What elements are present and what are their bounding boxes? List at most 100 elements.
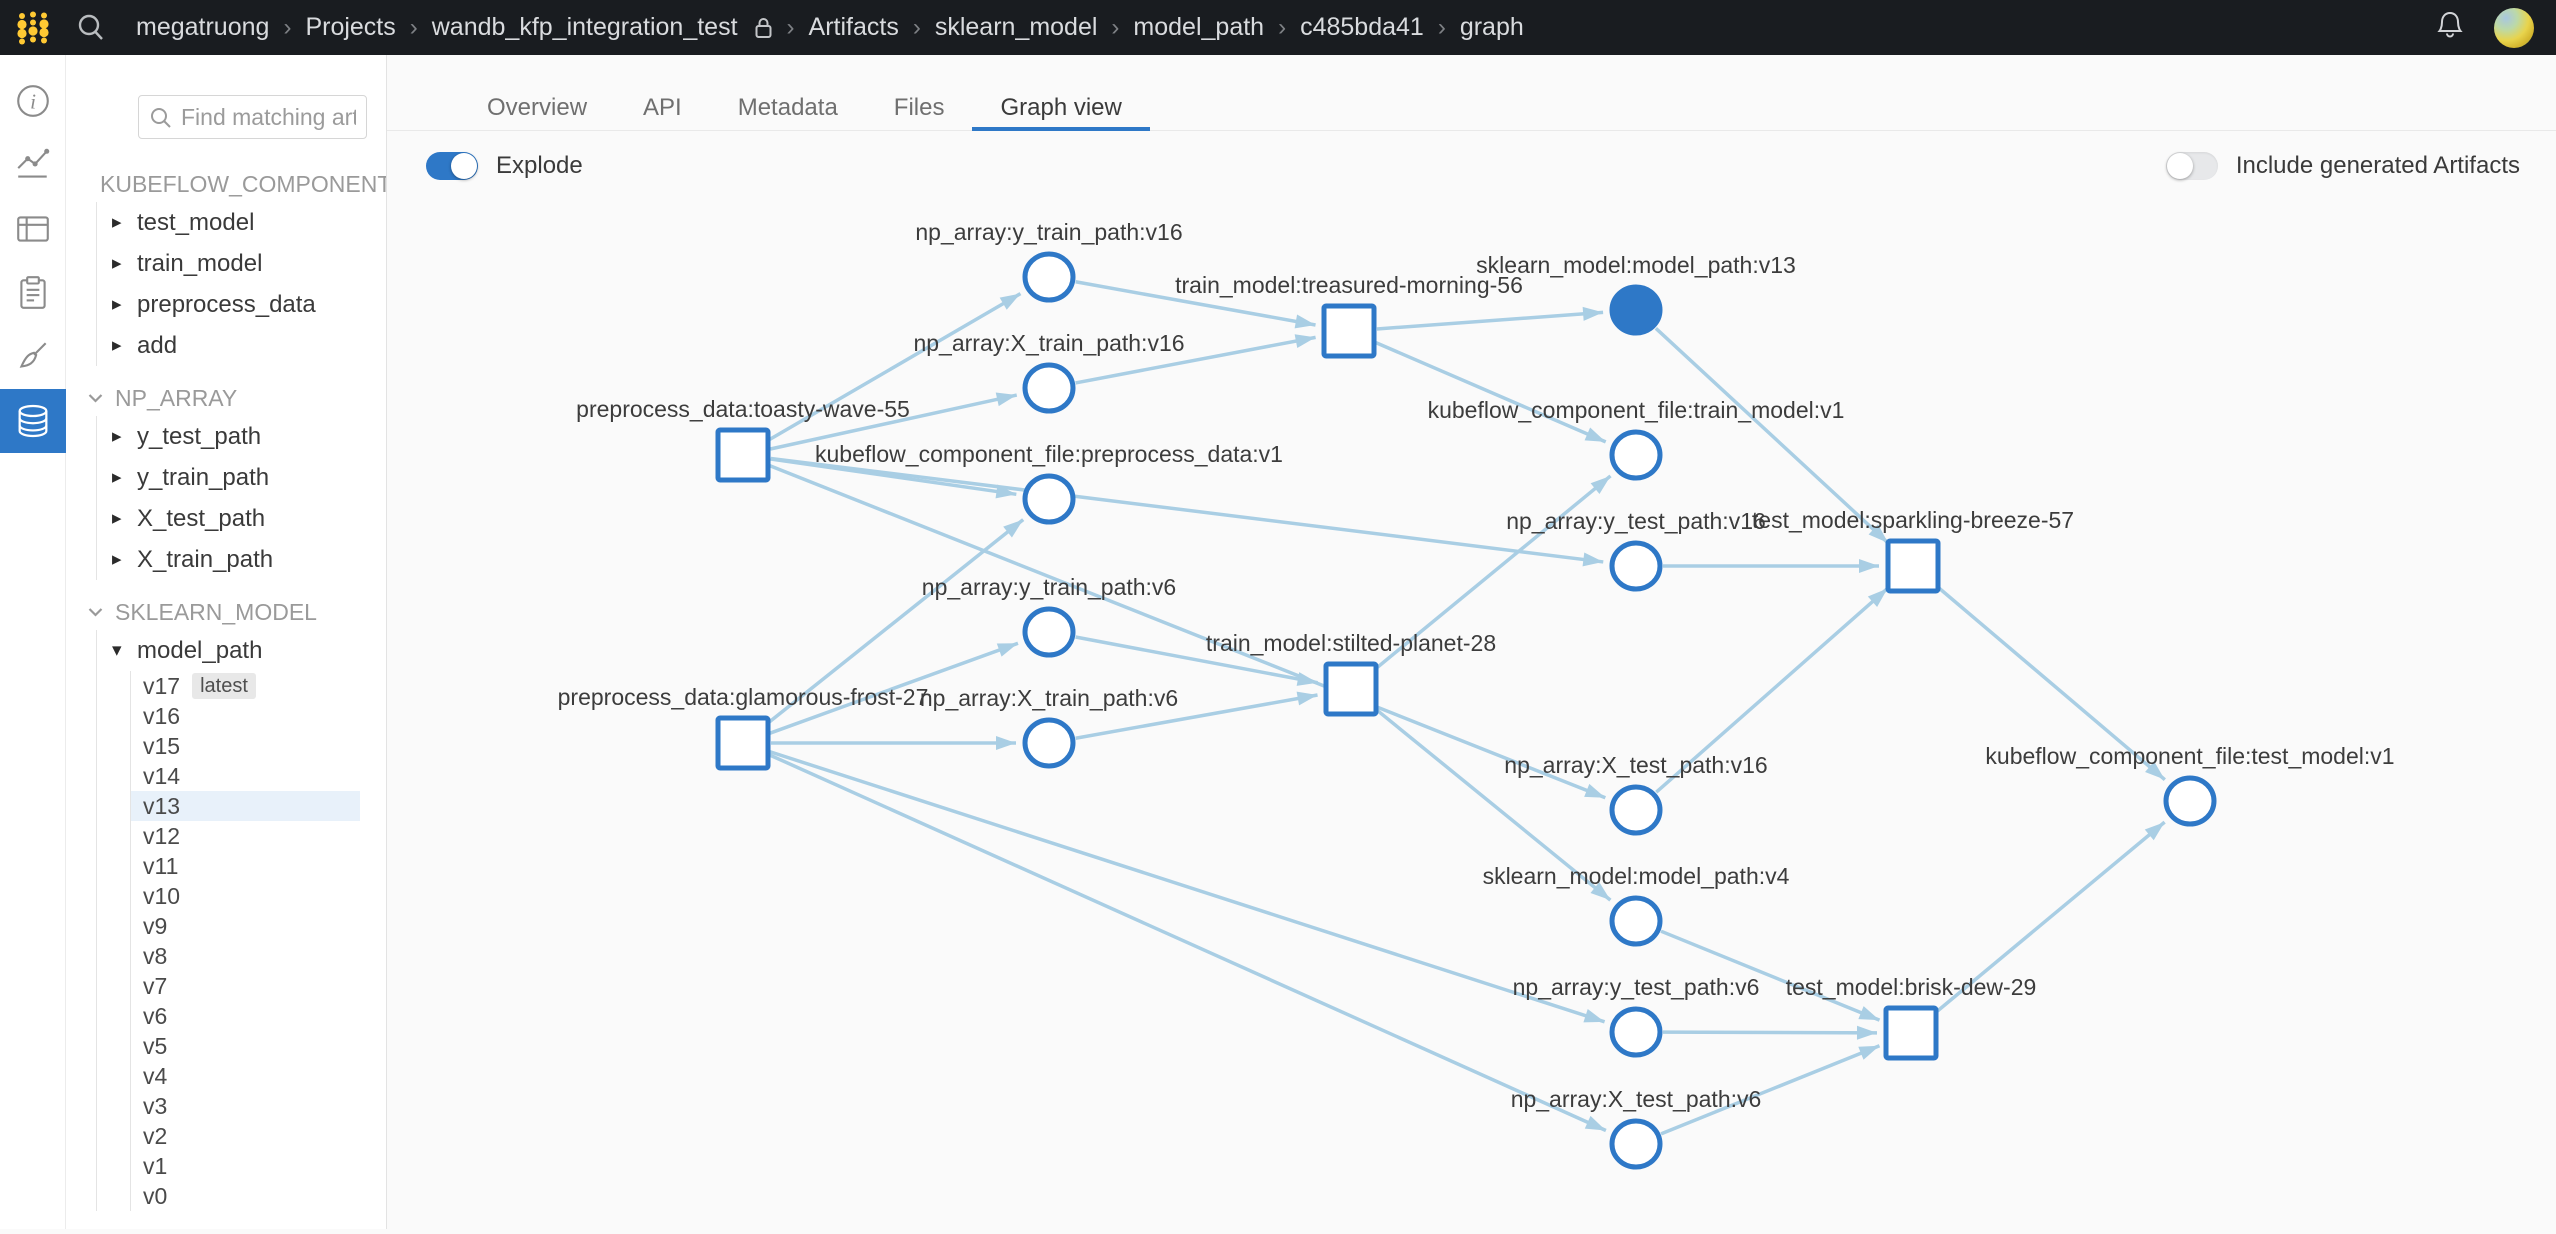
user-avatar[interactable] xyxy=(2494,8,2534,48)
version-item-v6[interactable]: v6 xyxy=(131,1001,360,1031)
version-label: v6 xyxy=(143,1001,167,1031)
include-generated-artifacts-toggle[interactable] xyxy=(2166,152,2218,180)
search-icon[interactable] xyxy=(74,11,108,45)
graph-node-label: kubeflow_component_file:train_model:v1 xyxy=(1428,397,1845,423)
version-label: v8 xyxy=(143,941,167,971)
rail-item-charts[interactable] xyxy=(0,133,66,197)
triangle-collapsed-icon: ▸ xyxy=(112,293,127,316)
tree-item-train_model[interactable]: ▸train_model xyxy=(112,243,386,284)
graph-node-label: np_array:X_train_path:v6 xyxy=(920,685,1178,711)
version-item-v8[interactable]: v8 xyxy=(131,941,360,971)
breadcrumb-item[interactable]: c485bda41 xyxy=(1300,13,1424,42)
search-icon xyxy=(149,106,173,130)
rail-item-tables[interactable] xyxy=(0,197,66,261)
tree-item-y_train_path[interactable]: ▸y_train_path xyxy=(112,457,386,498)
section-header[interactable]: SKLEARN_MODEL xyxy=(66,594,386,630)
tree-item-y_test_path[interactable]: ▸y_test_path xyxy=(112,416,386,457)
triangle-expanded-icon: ▾ xyxy=(112,639,127,662)
explode-toggle[interactable] xyxy=(426,152,478,180)
breadcrumb-item[interactable]: megatruong xyxy=(136,13,269,42)
version-label: v0 xyxy=(143,1181,167,1211)
graph-node-np_y_train_v16[interactable] xyxy=(1025,254,1073,300)
tree-item-X_test_path[interactable]: ▸X_test_path xyxy=(112,498,386,539)
breadcrumb: megatruong›Projects›wandb_kfp_integratio… xyxy=(136,13,1524,42)
version-item-v13[interactable]: v13 xyxy=(131,791,360,821)
breadcrumb-item[interactable]: wandb_kfp_integration_test xyxy=(432,13,738,42)
section-header[interactable]: NP_ARRAY xyxy=(66,380,386,416)
version-item-v1[interactable]: v1 xyxy=(131,1151,360,1181)
tab-graph-view[interactable]: Graph view xyxy=(972,85,1149,130)
version-label: v13 xyxy=(143,791,180,821)
section-header[interactable]: KUBEFLOW_COMPONENT... xyxy=(66,166,386,202)
tree-item-add[interactable]: ▸add xyxy=(112,325,386,366)
graph-node-np_X_test_v16[interactable] xyxy=(1612,787,1660,833)
graph-node-train_stilted[interactable] xyxy=(1326,664,1376,714)
version-item-v9[interactable]: v9 xyxy=(131,911,360,941)
breadcrumb-separator: › xyxy=(787,14,795,42)
tree-item-label: add xyxy=(137,332,177,360)
triangle-collapsed-icon: ▸ xyxy=(112,548,127,571)
artifact-sidebar: KUBEFLOW_COMPONENT...▸test_model▸train_m… xyxy=(66,55,387,1229)
version-item-v15[interactable]: v15 xyxy=(131,731,360,761)
tab-overview[interactable]: Overview xyxy=(459,85,615,130)
graph-node-kcf_pre[interactable] xyxy=(1025,476,1073,522)
version-item-v12[interactable]: v12 xyxy=(131,821,360,851)
tab-files[interactable]: Files xyxy=(866,85,973,130)
graph-node-sklearn_v13[interactable] xyxy=(1612,287,1660,333)
graph-node-np_y_test_v6[interactable] xyxy=(1612,1009,1660,1055)
graph-node-label: kubeflow_component_file:test_model:v1 xyxy=(1985,743,2394,769)
version-item-v4[interactable]: v4 xyxy=(131,1061,360,1091)
rail-item-artifacts[interactable] xyxy=(0,389,66,453)
version-item-v2[interactable]: v2 xyxy=(131,1121,360,1151)
version-item-v14[interactable]: v14 xyxy=(131,761,360,791)
graph-node-label: sklearn_model:model_path:v4 xyxy=(1483,863,1790,889)
tab-api[interactable]: API xyxy=(615,85,710,130)
breadcrumb-item[interactable]: graph xyxy=(1460,13,1524,42)
graph-node-label: np_array:y_test_path:v16 xyxy=(1506,508,1766,534)
rail-item-reports[interactable] xyxy=(0,261,66,325)
graph-node-np_X_test_v6[interactable] xyxy=(1612,1121,1660,1167)
tab-metadata[interactable]: Metadata xyxy=(710,85,866,130)
wandb-logo-icon[interactable] xyxy=(0,5,66,51)
tree-item-preprocess_data[interactable]: ▸preprocess_data xyxy=(112,284,386,325)
version-item-v7[interactable]: v7 xyxy=(131,971,360,1001)
breadcrumb-item[interactable]: Projects xyxy=(305,13,395,42)
graph-node-test_sparkling[interactable] xyxy=(1888,541,1938,591)
breadcrumb-item[interactable]: sklearn_model xyxy=(935,13,1098,42)
graph-node-sklearn_v4[interactable] xyxy=(1612,898,1660,944)
graph-node-pre_toasty[interactable] xyxy=(718,430,768,480)
graph-node-np_X_train_v16[interactable] xyxy=(1025,365,1073,411)
breadcrumb-item[interactable]: Artifacts xyxy=(809,13,899,42)
tree-item-test_model[interactable]: ▸test_model xyxy=(112,202,386,243)
triangle-collapsed-icon: ▸ xyxy=(112,211,127,234)
reports-icon xyxy=(14,274,52,312)
graph-node-train_treasured[interactable] xyxy=(1324,306,1374,356)
rail-item-sweeps[interactable] xyxy=(0,325,66,389)
version-item-v16[interactable]: v16 xyxy=(131,701,360,731)
version-item-v10[interactable]: v10 xyxy=(131,881,360,911)
notifications-bell-icon[interactable] xyxy=(2432,7,2468,48)
version-item-v5[interactable]: v5 xyxy=(131,1031,360,1061)
version-item-v3[interactable]: v3 xyxy=(131,1091,360,1121)
graph-node-label: np_array:X_train_path:v16 xyxy=(913,330,1184,356)
breadcrumb-item[interactable]: model_path xyxy=(1133,13,1264,42)
graph-node-test_brisk[interactable] xyxy=(1886,1008,1936,1058)
graph-node-kcf_test[interactable] xyxy=(2166,778,2214,824)
rail-item-overview[interactable]: i xyxy=(0,69,66,133)
graph-node-pre_glamorous[interactable] xyxy=(718,718,768,768)
graph-node-np_y_test_v16[interactable] xyxy=(1612,543,1660,589)
graph-node-label: kubeflow_component_file:preprocess_data:… xyxy=(815,441,1283,467)
tree-item-model_path[interactable]: ▾model_path xyxy=(112,630,386,671)
triangle-collapsed-icon: ▸ xyxy=(112,425,127,448)
explode-label: Explode xyxy=(496,152,583,180)
graph-node-np_X_train_v6[interactable] xyxy=(1025,720,1073,766)
version-item-v11[interactable]: v11 xyxy=(131,851,360,881)
version-item-v0[interactable]: v0 xyxy=(131,1181,360,1211)
edge-pre_toasty-to-np_y_test_v16 xyxy=(771,458,1603,561)
graph-node-label: np_array:X_test_path:v16 xyxy=(1504,752,1767,778)
tree-item-X_train_path[interactable]: ▸X_train_path xyxy=(112,539,386,580)
graph-node-kcf_train[interactable] xyxy=(1612,432,1660,478)
graph-node-np_y_train_v6[interactable] xyxy=(1025,609,1073,655)
